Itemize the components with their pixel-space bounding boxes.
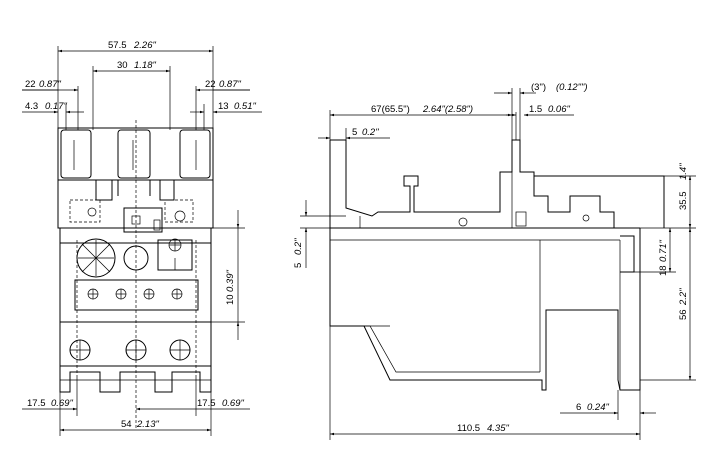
dim-67-in: 2.64"(2.58"): [422, 104, 473, 115]
dim-6-mm: 6: [576, 402, 581, 413]
dim-110-5-in: 4.35": [487, 423, 509, 434]
dim-17-5-left-mm: 17.5: [27, 398, 46, 409]
dim-10-in: 0.39": [225, 270, 236, 292]
dim-35-5-mm: 35.5: [678, 192, 689, 211]
dim-5h-mm: 5: [352, 127, 357, 138]
dim-13-mm: 13: [218, 101, 229, 112]
control-terminal-strip: [74, 279, 199, 311]
dim-110-5-mm: 110.5: [457, 423, 480, 434]
dim-22-right-in: 0.87": [219, 79, 241, 90]
dim-54-mm: 54: [121, 419, 132, 430]
front-lower-body: [59, 227, 212, 367]
front-center-block: [123, 207, 163, 233]
dim-3-in: (0.12""): [556, 82, 588, 93]
dim-5v-mm: 5: [293, 263, 304, 268]
side-view: [329, 139, 665, 391]
dim-56-mm: 56: [678, 309, 689, 320]
dim-17-5-left-in: 0.69": [51, 398, 73, 409]
dim-6-in: 0.24": [587, 402, 609, 413]
terminal-cylinder: [60, 129, 92, 179]
side-top-profile: [330, 139, 615, 228]
dim-17-5-right-mm: 17.5: [197, 398, 216, 409]
side-upper-block: [534, 175, 665, 228]
dim-3-mm: (3"): [531, 82, 546, 93]
dim-54-in: 2.13": [136, 419, 159, 430]
dim-57-5-mm: 57.5: [108, 40, 127, 51]
dim-30-in: 1.18": [134, 60, 156, 71]
dim-5v-in: 0.2": [293, 238, 304, 255]
side-clip: [620, 235, 635, 273]
dim-17-5-right-in: 0.69": [222, 398, 244, 409]
dim-13-in: 0.51": [234, 101, 256, 112]
dim-35-5-in: 1.4": [678, 163, 689, 180]
dim-67-mm: 67(65.5"): [371, 104, 410, 115]
dim-4-3-in: 0.17": [45, 101, 67, 112]
dim-18-in: 0.71": [658, 240, 669, 262]
dim-18-mm: 18: [658, 265, 669, 276]
terminal-cylinder: [117, 129, 151, 179]
dim-22-right-mm: 22: [205, 79, 216, 90]
dim-4-3-mm: 4.3: [25, 101, 38, 112]
dim-5h-in: 0.2": [362, 127, 379, 138]
front-view-dimensions: [22, 46, 262, 436]
dim-30-mm: 30: [117, 60, 128, 71]
side-view-labels: (3") (0.12"") 67(65.5") 2.64"(2.58") 1.5…: [293, 82, 689, 434]
dim-57-5-in: 2.26": [133, 40, 156, 51]
dim-1-5-in: 0.06": [548, 104, 570, 115]
dim-22-left-in: 0.87": [39, 79, 61, 90]
dim-22-left-mm: 22: [25, 79, 36, 90]
dim-1-5-mm: 1.5: [529, 104, 542, 115]
dim-10-mm: 10: [225, 294, 236, 305]
front-view: [57, 120, 214, 430]
dim-56-in: 2.2": [678, 288, 689, 306]
terminal-cylinder: [179, 129, 211, 179]
side-view-dimensions: [300, 88, 696, 440]
side-lower-body: [329, 228, 641, 391]
front-view-labels: 57.5 2.26" 30 1.18" 22 0.87" 22 0.87" 4.…: [25, 40, 256, 430]
